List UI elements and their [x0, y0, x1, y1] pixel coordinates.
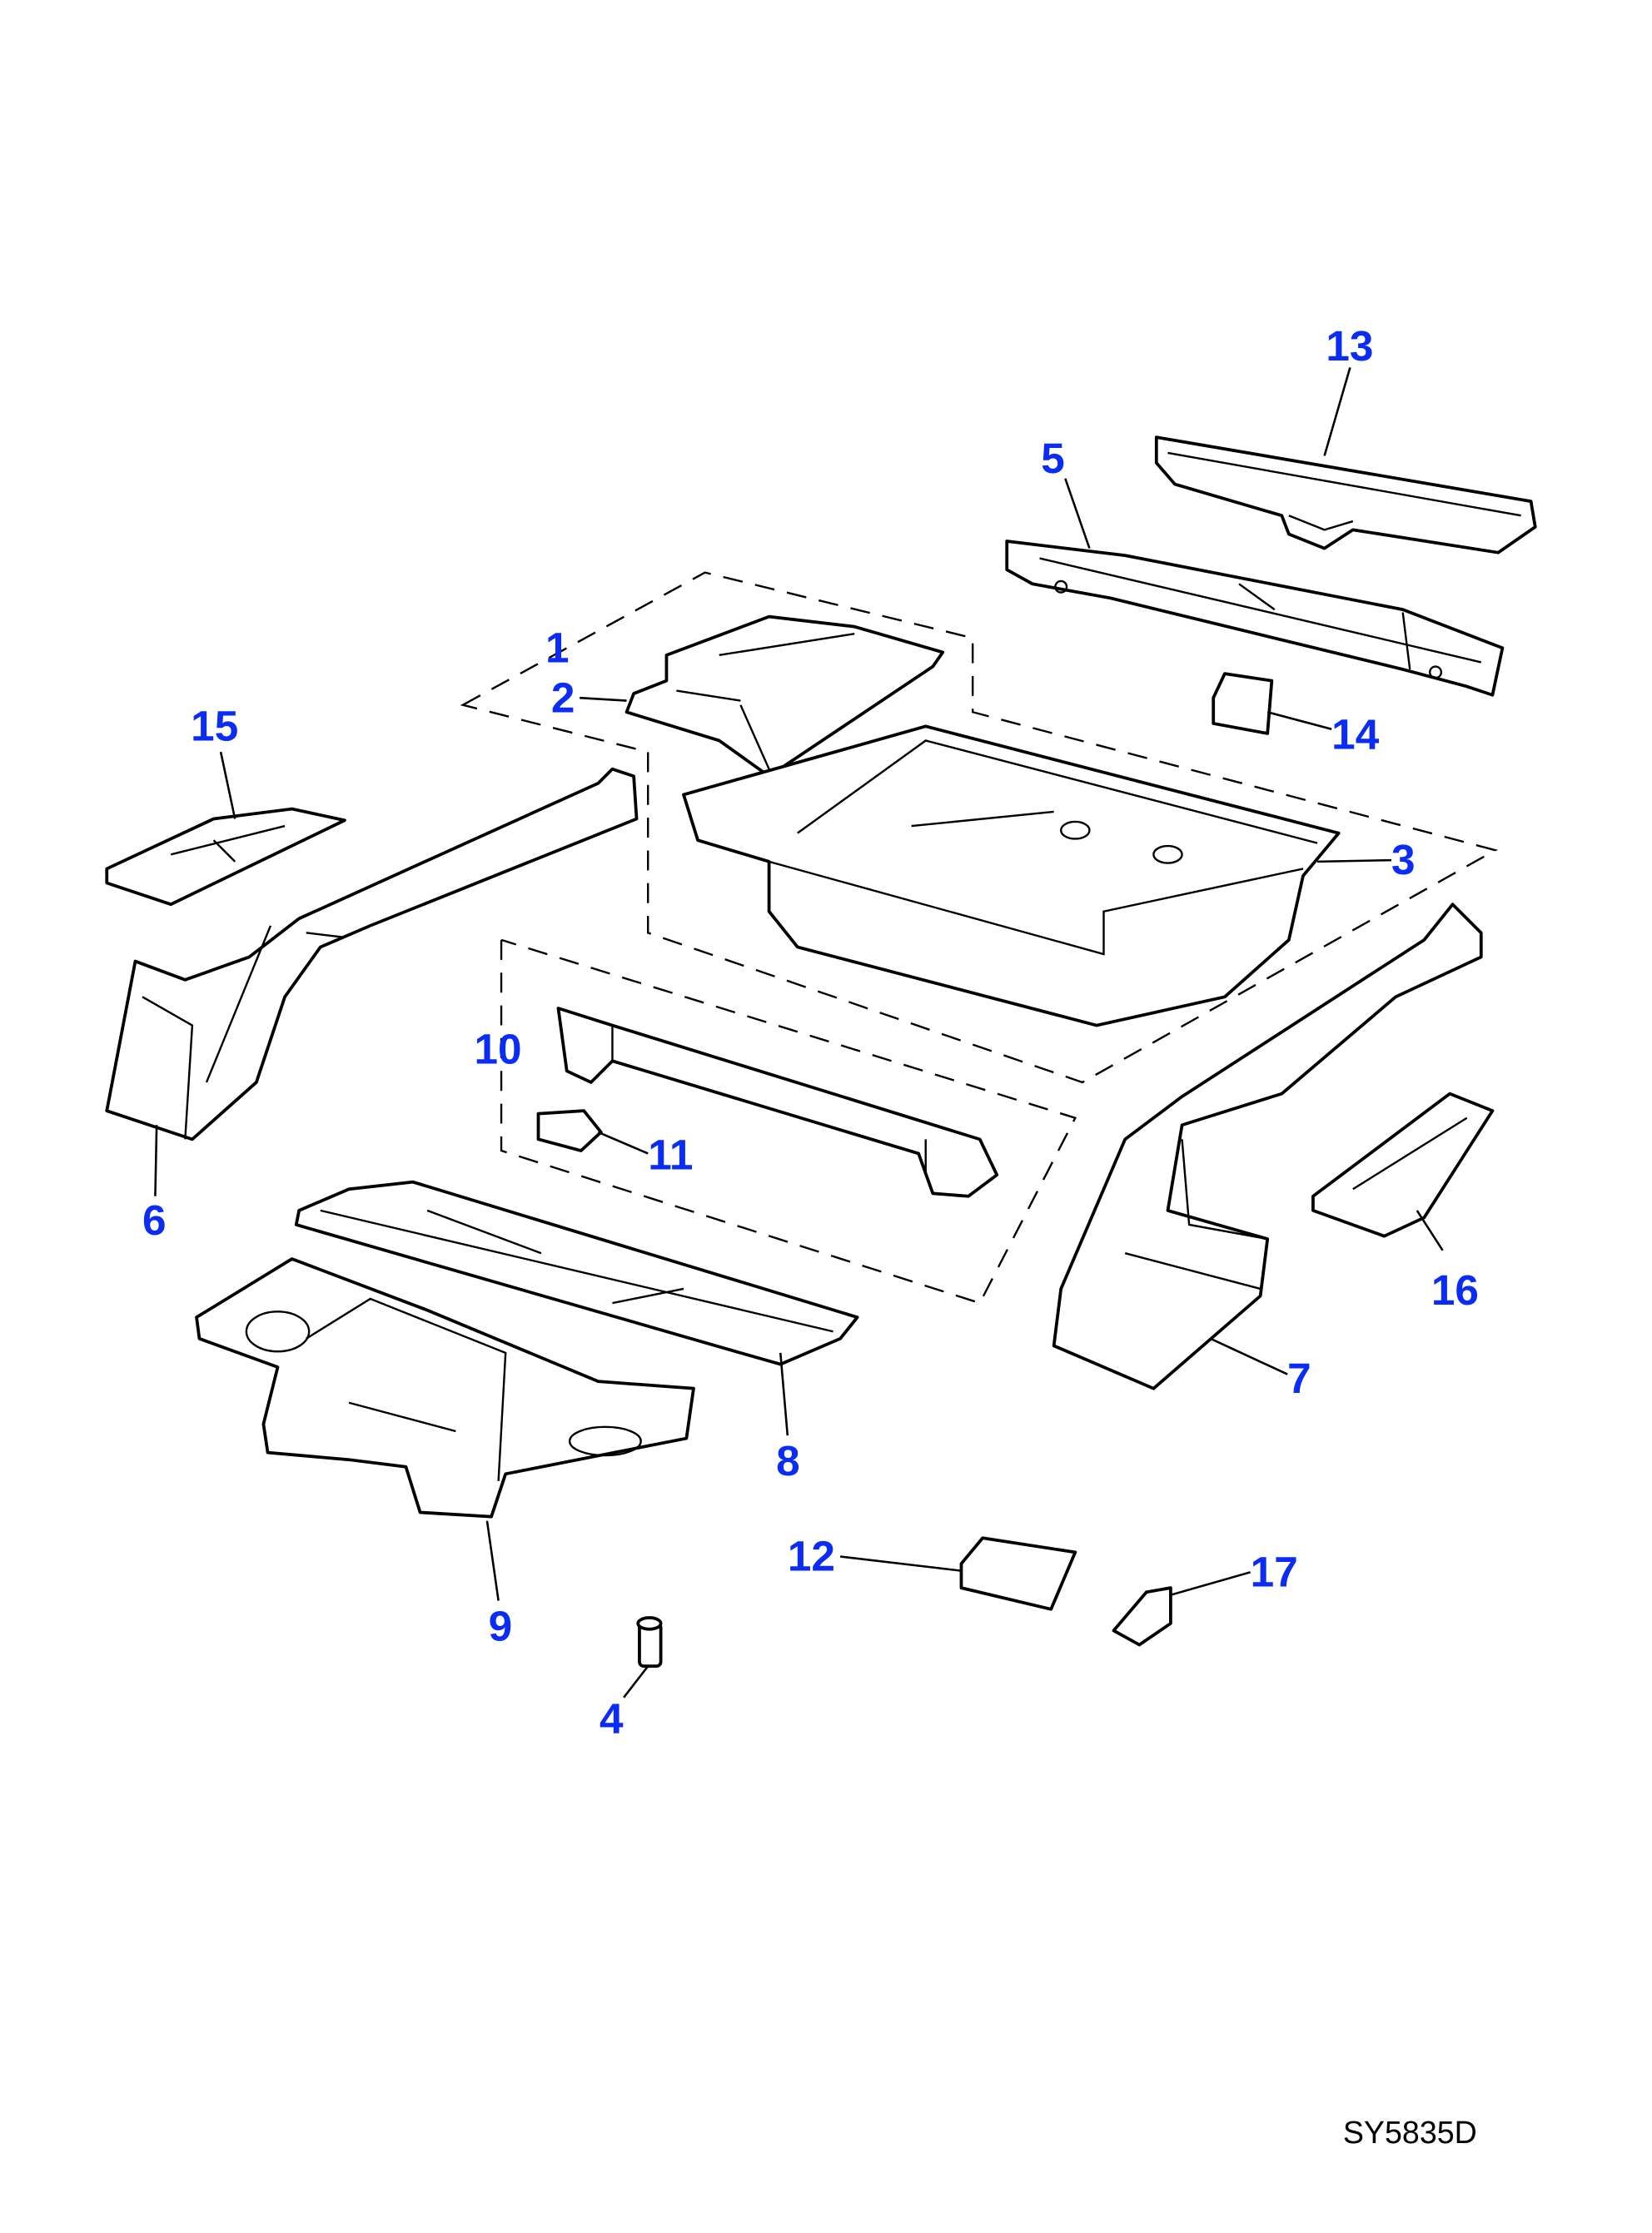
callout-15: 15 — [191, 702, 238, 749]
callout-17: 17 — [1251, 1548, 1298, 1595]
part-17-block — [1112, 1586, 1172, 1647]
part-8-heelboard-crossmember — [294, 1180, 859, 1366]
callout-13: 13 — [1326, 322, 1373, 370]
callout-4: 4 — [600, 1695, 624, 1743]
leader-line-12 — [839, 1555, 962, 1572]
callout-16: 16 — [1431, 1266, 1479, 1314]
part-6-lh-side-member — [105, 767, 639, 1141]
leader-line-15 — [219, 751, 236, 819]
part-12-bracket — [959, 1536, 1077, 1611]
drawing-code: SY5835D — [1343, 2115, 1477, 2150]
leader-line-14 — [1266, 711, 1332, 731]
callout-8: 8 — [776, 1437, 800, 1485]
callout-3: 3 — [1391, 836, 1416, 883]
leader-line-4 — [623, 1665, 649, 1698]
part-9-heelboard-assembly — [195, 1257, 695, 1519]
part-11-bracket — [536, 1109, 603, 1152]
group-outline-crossmember — [500, 938, 1077, 1305]
part-15-reinforcement-plate — [105, 807, 346, 907]
callout-7: 7 — [1287, 1355, 1311, 1402]
part-4-bush — [636, 1616, 663, 1669]
callout-2: 2 — [551, 674, 575, 721]
leader-line-3 — [1317, 858, 1392, 863]
leader-line-8 — [779, 1352, 789, 1436]
callout-5: 5 — [1041, 435, 1065, 482]
callout-1: 1 — [545, 624, 570, 671]
part-16-reinforcement-plate — [1311, 1092, 1495, 1238]
part-3-boot-floor — [682, 724, 1341, 1027]
callout-9: 9 — [489, 1602, 513, 1649]
leader-line-13 — [1323, 367, 1351, 456]
part-7-rh-side-member — [1052, 903, 1483, 1390]
leader-line-11 — [597, 1131, 649, 1155]
part-14-bracket — [1212, 672, 1274, 735]
leader-line-2 — [580, 696, 627, 702]
leader-line-7 — [1210, 1337, 1288, 1375]
part-5-rear-crossmember — [1005, 540, 1505, 697]
callout-11: 11 — [648, 1131, 693, 1178]
group-outline-floor — [460, 571, 1499, 1084]
callout-10: 10 — [475, 1026, 522, 1073]
callout-12: 12 — [788, 1533, 835, 1580]
leader-line-16 — [1416, 1210, 1444, 1251]
leader-line-17 — [1170, 1571, 1251, 1596]
callout-14: 14 — [1331, 711, 1380, 758]
part-10-crossmember — [556, 1007, 999, 1198]
leader-line-5 — [1064, 478, 1091, 549]
callout-6: 6 — [142, 1196, 167, 1244]
leader-line-9 — [485, 1520, 500, 1601]
part-13-rear-panel — [1154, 435, 1537, 555]
leader-line-6 — [154, 1125, 158, 1196]
